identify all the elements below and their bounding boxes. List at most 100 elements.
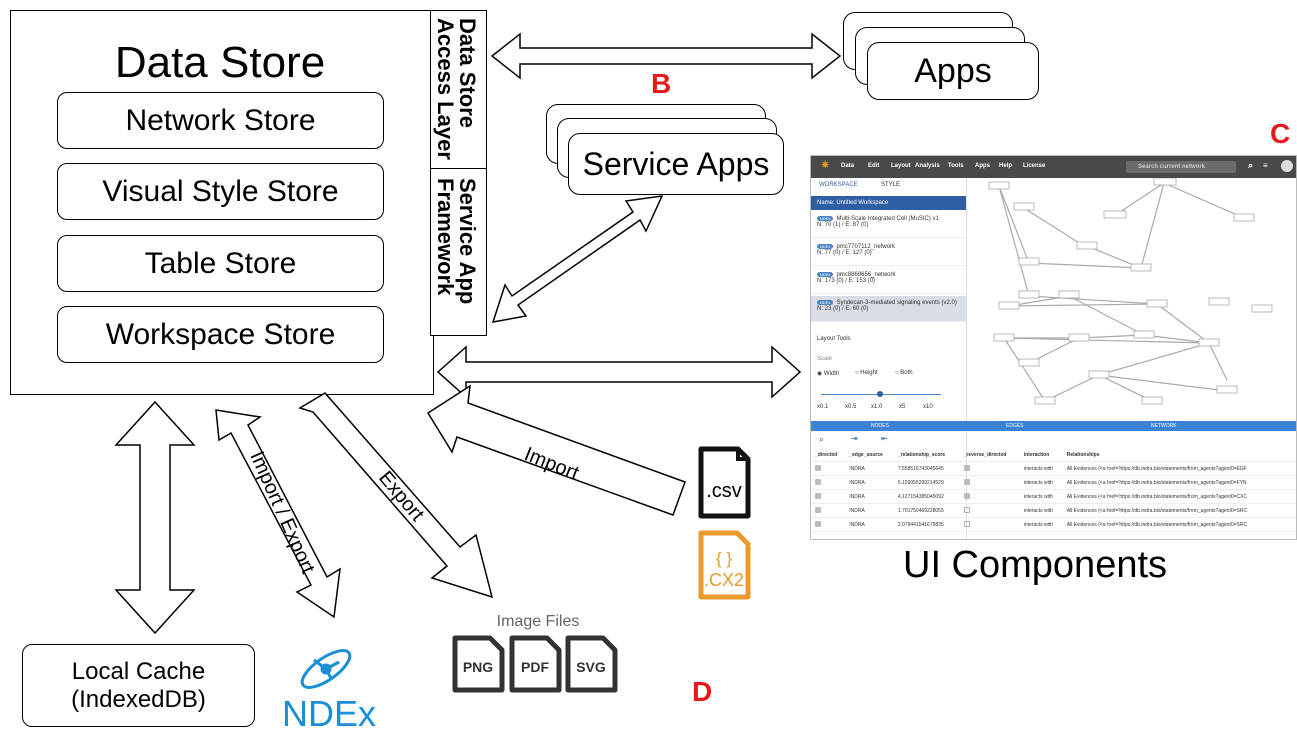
arrow-framework-service <box>491 195 664 323</box>
side-panel: WORKSPACE STYLE Name: Untitled Workspace… <box>811 178 967 539</box>
access-layer-box <box>430 10 487 170</box>
pdf-file-icon: PDF <box>509 635 562 693</box>
scale-tick: x10 <box>923 404 933 410</box>
tab-edges[interactable]: EDGES <box>1006 423 1024 429</box>
search-icon[interactable]: ⌕ <box>1248 160 1254 170</box>
csv-file-icon: .csv <box>698 446 751 519</box>
bottom-tab-bar: NODES EDGES NETWORK <box>811 421 1296 431</box>
network-graph[interactable] <box>969 178 1297 421</box>
edge-table: _directed _edge_source _relationship_sco… <box>811 448 1296 532</box>
network-counts: N: 70 (1) / E: 87 (0) <box>817 222 869 228</box>
data-store-title: Data Store <box>114 38 326 87</box>
menu-analysis[interactable]: Analysis <box>915 163 940 169</box>
menu-data[interactable]: Data <box>841 163 855 169</box>
menu-bar: ✷ Data Edit Layout Analysis Tools Apps H… <box>811 156 1296 178</box>
service-apps-card: Service Apps <box>568 133 784 195</box>
avatar[interactable] <box>1281 160 1293 172</box>
tab-network[interactable]: NETWORK <box>1151 423 1177 429</box>
network-name: Syndecan-3-mediated signaling events (v2… <box>836 300 957 306</box>
table-import-icon[interactable]: ⇥ <box>851 434 858 443</box>
scale-tick: x5 <box>899 404 906 410</box>
layout-tools-label[interactable]: Layout Tools <box>817 336 851 342</box>
image-files-label: Image Files <box>497 613 580 630</box>
apps-card: Apps <box>867 42 1039 100</box>
table-export-icon[interactable]: ⇤ <box>881 434 888 443</box>
local-cache-box: Local Cache (IndexedDB) <box>22 644 255 727</box>
radio-height[interactable]: ○ Height <box>855 370 878 376</box>
column-header[interactable]: _edge_source <box>845 448 894 462</box>
scale-tick: x0.1 <box>817 404 829 410</box>
cx2-braces: { } <box>716 549 732 568</box>
network-counts: N: 23 (0) / E: 60 (0) <box>817 306 869 312</box>
export-label: Export <box>374 467 428 526</box>
label-d: D <box>692 676 713 707</box>
service-framework-label: Service App Framework <box>433 178 480 305</box>
menu-license[interactable]: License <box>1023 163 1046 169</box>
png-label: PNG <box>463 659 493 675</box>
ndex-text: NDEx <box>282 693 376 730</box>
column-header[interactable]: interaction <box>1019 448 1063 462</box>
column-header[interactable]: _relationship_score <box>893 448 960 462</box>
column-header[interactable]: Relationships <box>1062 448 1296 462</box>
ui-components-caption: UI Components <box>903 544 1168 586</box>
arrow-import-export <box>215 409 341 619</box>
ndex-logo <box>300 649 352 689</box>
service-framework-box <box>430 168 487 336</box>
scale-label: Scale <box>817 356 833 362</box>
ndex-pill: NDEx <box>817 244 834 249</box>
menu-edit[interactable]: Edit <box>868 163 880 169</box>
png-file-icon: PNG <box>452 635 505 693</box>
column-header[interactable]: _reverse_directed <box>959 448 1020 462</box>
settings-icon[interactable]: ≡ <box>1263 161 1268 170</box>
import-export-label: Import / Export <box>245 448 319 577</box>
cx2-file-icon: { } .CX2 <box>698 530 751 600</box>
menu-layout[interactable]: Layout <box>891 163 911 169</box>
svg-file-icon: SVG <box>565 635 618 693</box>
menu-help[interactable]: Help <box>999 163 1013 169</box>
network-counts: N: 77 (0) / E: 127 (0) <box>817 250 872 256</box>
app-logo-icon: ✷ <box>821 160 830 171</box>
table-store: Table Store <box>57 235 384 292</box>
menu-tools[interactable]: Tools <box>948 163 964 169</box>
menu-apps[interactable]: Apps <box>975 163 990 169</box>
network-store: Network Store <box>57 92 384 149</box>
workspace-store: Workspace Store <box>57 306 384 363</box>
ndex-pill: NDEx <box>817 272 834 277</box>
workspace-name[interactable]: Name: Untitled Workspace <box>811 196 966 210</box>
network-name: pmc7707112_network <box>836 244 896 250</box>
pdf-label: PDF <box>521 659 549 675</box>
radio-width[interactable]: ◉ Width <box>817 371 840 377</box>
search-input[interactable]: Search current network <box>1126 161 1236 173</box>
network-counts: N: 173 (0) / E: 153 (0) <box>817 278 876 284</box>
table-search-icon[interactable]: ⌕ <box>819 434 825 444</box>
tab-workspace[interactable]: WORKSPACE <box>819 182 858 188</box>
slider-thumb[interactable] <box>877 391 883 397</box>
column-header[interactable]: _directed <box>811 448 846 462</box>
arrow-import <box>426 384 686 516</box>
svg-label: SVG <box>576 659 606 675</box>
tab-nodes[interactable]: NODES <box>871 423 889 429</box>
label-b: B <box>651 68 672 99</box>
cx2-label: .CX2 <box>704 570 744 590</box>
csv-label: .csv <box>706 480 742 502</box>
radio-both[interactable]: ○ Both <box>895 370 913 376</box>
label-c: C <box>1270 118 1291 149</box>
ui-screenshot: ✷ Data Edit Layout Analysis Tools Apps H… <box>810 155 1297 540</box>
table-header-row: _directed _edge_source _relationship_sco… <box>811 448 1296 462</box>
arrow-cache <box>114 400 196 635</box>
access-layer-label: Data Store Access Layer <box>433 18 480 160</box>
network-name: Multi-Scale Integrated Cell (MuSIC) v1 <box>836 216 939 222</box>
scale-tick: x1.0 <box>871 404 883 410</box>
tab-style[interactable]: STYLE <box>881 182 901 188</box>
scale-tick: x0.5 <box>845 404 857 410</box>
